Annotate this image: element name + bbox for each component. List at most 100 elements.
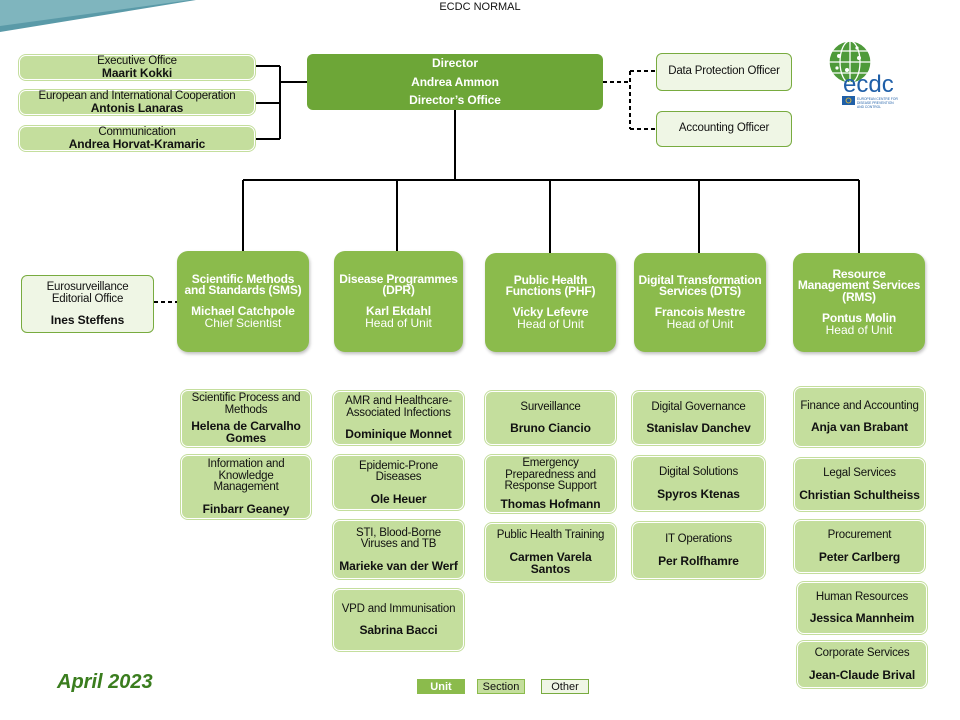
- section-box[interactable]: Emergency Preparedness and Response Supp…: [485, 455, 616, 513]
- section-label: Procurement: [827, 529, 892, 542]
- unit-head-name: Michael Catchpole: [191, 304, 295, 319]
- office-label: Eurosurveillance Editorial Office: [46, 281, 129, 305]
- unit-head-role: Chief Scientist: [204, 316, 282, 331]
- section-label: Human Resources: [815, 590, 909, 603]
- section-label: Surveillance: [520, 400, 581, 413]
- section-label: Information and Knowledge Management: [207, 458, 285, 494]
- section-box[interactable]: VPD and Immunisation Sabrina Bacci: [333, 589, 464, 651]
- section-head-name: Christian Schultheiss: [799, 487, 920, 502]
- unit-dts[interactable]: Digital Transformation Services (DTS) Fr…: [634, 253, 766, 352]
- section-label: Emergency Preparedness and Response Supp…: [504, 457, 597, 492]
- accounting-officer-box[interactable]: Accounting Officer: [656, 111, 792, 147]
- unit-phf[interactable]: Public Health Functions (PHF) Vicky Lefe…: [485, 253, 616, 352]
- legend-unit: Unit: [417, 679, 465, 694]
- legend-section: Section: [477, 679, 525, 694]
- section-box[interactable]: Scientific Process and Methods Helena de…: [181, 390, 311, 447]
- ecdc-logo: ecdc EUROPEAN CENTRE FOR DISEASE PREVENT…: [825, 38, 905, 110]
- section-head-name: Carmen Varela Santos: [509, 549, 592, 576]
- section-head-name: Dominique Monnet: [345, 427, 452, 441]
- section-box[interactable]: Human Resources Jessica Mannheim: [797, 582, 927, 634]
- unit-title: Resource Management Services (RMS): [797, 267, 921, 304]
- unit-head-role: Head of Unit: [666, 317, 734, 332]
- office-head-name: Antonis Lanaras: [90, 101, 184, 116]
- section-box[interactable]: Public Health Training Carmen Varela San…: [485, 523, 616, 582]
- section-head-name: Bruno Ciancio: [510, 421, 591, 436]
- section-label: STI, Blood-Borne Viruses and TB: [355, 526, 441, 550]
- section-box[interactable]: Corporate Services Jean-Claude Brival: [797, 641, 927, 688]
- legend-other: Other: [541, 679, 589, 694]
- office-label: Accounting Officer: [678, 122, 770, 135]
- section-label: Finance and Accounting: [800, 399, 919, 412]
- unit-sms[interactable]: Scientific Methods and Standards (SMS) M…: [177, 251, 309, 352]
- section-box[interactable]: Information and Knowledge Management Fin…: [181, 455, 311, 519]
- section-label: Epidemic-Prone Diseases: [358, 459, 438, 483]
- unit-title: Public Health Functions (PHF): [505, 272, 596, 298]
- executive-office-box[interactable]: Executive Office Maarit Kokki: [19, 55, 255, 80]
- logo-text: ecdc: [843, 71, 894, 98]
- section-label: Corporate Services: [814, 647, 910, 660]
- director-title: Director: [431, 56, 478, 71]
- section-box[interactable]: Surveillance Bruno Ciancio: [485, 391, 616, 445]
- unit-head-role: Head of Unit: [365, 316, 432, 331]
- office-label: Executive Office: [97, 54, 177, 67]
- section-head-name: Jessica Mannheim: [809, 611, 915, 626]
- international-cooperation-box[interactable]: European and International Cooperation A…: [19, 90, 255, 115]
- office-label: Communication: [98, 125, 176, 138]
- section-box[interactable]: Finance and Accounting Anja van Brabant: [794, 387, 925, 447]
- office-label: European and International Cooperation: [38, 89, 236, 102]
- unit-head-name: Karl Ekdahl: [366, 304, 431, 319]
- communication-box[interactable]: Communication Andrea Horvat-Kramaric: [19, 126, 255, 151]
- section-head-name: Per Rolfhamre: [658, 553, 739, 568]
- director-office: Director’s Office: [409, 93, 501, 108]
- unit-head-name: Pontus Molin: [821, 310, 897, 325]
- section-label: Digital Solutions: [658, 466, 739, 479]
- section-head-name: Marieke van der Werf: [339, 558, 458, 573]
- section-head-name: Anja van Brabant: [810, 420, 909, 435]
- director-name: Andrea Ammon: [411, 74, 499, 89]
- data-protection-officer-box[interactable]: Data Protection Officer: [656, 53, 792, 91]
- section-head-name: Sabrina Bacci: [359, 623, 438, 638]
- section-head-name: Finbarr Geaney: [202, 501, 290, 516]
- section-label: Legal Services: [823, 467, 896, 480]
- svg-text:DISEASE PREVENTION: DISEASE PREVENTION: [857, 101, 894, 105]
- unit-rms[interactable]: Resource Management Services (RMS) Pontu…: [793, 253, 925, 352]
- section-label: Scientific Process and Methods: [191, 392, 301, 416]
- office-head-name: Ines Steffens: [50, 313, 125, 327]
- svg-text:AND CONTROL: AND CONTROL: [857, 105, 881, 109]
- section-label: Digital Governance: [651, 400, 746, 413]
- section-head-name: Jean-Claude Brival: [808, 667, 916, 682]
- eurosurveillance-box[interactable]: Eurosurveillance Editorial Office Ines S…: [21, 275, 154, 333]
- unit-head-role: Head of Unit: [825, 322, 893, 337]
- section-box[interactable]: STI, Blood-Borne Viruses and TB Marieke …: [333, 520, 464, 579]
- section-head-name: Helena de Carvalho Gomes: [191, 419, 301, 445]
- unit-head-name: Francois Mestre: [654, 305, 746, 320]
- unit-head-name: Vicky Lefevre: [512, 305, 589, 320]
- section-box[interactable]: AMR and Healthcare-Associated Infections…: [333, 391, 464, 445]
- section-box[interactable]: Legal Services Christian Schultheiss: [794, 458, 925, 511]
- unit-dpr[interactable]: Disease Programmes (DPR) Karl Ekdahl Hea…: [334, 251, 463, 352]
- top-band-decoration: [0, 0, 196, 32]
- section-box[interactable]: Digital Governance Stanislav Danchev: [632, 391, 765, 445]
- unit-title: Disease Programmes (DPR): [339, 271, 458, 297]
- header-label: ECDC NORMAL: [439, 1, 521, 13]
- section-box[interactable]: Digital Solutions Spyros Ktenas: [632, 456, 765, 511]
- section-label: IT Operations: [665, 533, 732, 546]
- unit-head-role: Head of Unit: [517, 317, 584, 332]
- office-head-name: Andrea Horvat-Kramaric: [68, 137, 206, 152]
- section-head-name: Ole Heuer: [370, 491, 427, 506]
- section-label: AMR and Healthcare-Associated Infections: [345, 395, 452, 419]
- office-label: Data Protection Officer: [668, 65, 780, 78]
- section-box[interactable]: Epidemic-Prone Diseases Ole Heuer: [333, 455, 464, 510]
- director-box[interactable]: Director Andrea Ammon Director’s Office: [307, 54, 603, 110]
- section-head-name: Thomas Hofmann: [500, 497, 601, 511]
- section-head-name: Peter Carlberg: [818, 549, 901, 564]
- section-box[interactable]: Procurement Peter Carlberg: [794, 520, 925, 573]
- section-label: Public Health Training: [496, 529, 605, 542]
- section-box[interactable]: IT Operations Per Rolfhamre: [632, 522, 765, 579]
- section-head-name: Stanislav Danchev: [646, 421, 751, 436]
- section-head-name: Spyros Ktenas: [657, 486, 740, 501]
- svg-text:EUROPEAN CENTRE FOR: EUROPEAN CENTRE FOR: [857, 97, 898, 101]
- unit-title: Scientific Methods and Standards (SMS): [184, 271, 302, 297]
- date-label: April 2023: [57, 671, 153, 693]
